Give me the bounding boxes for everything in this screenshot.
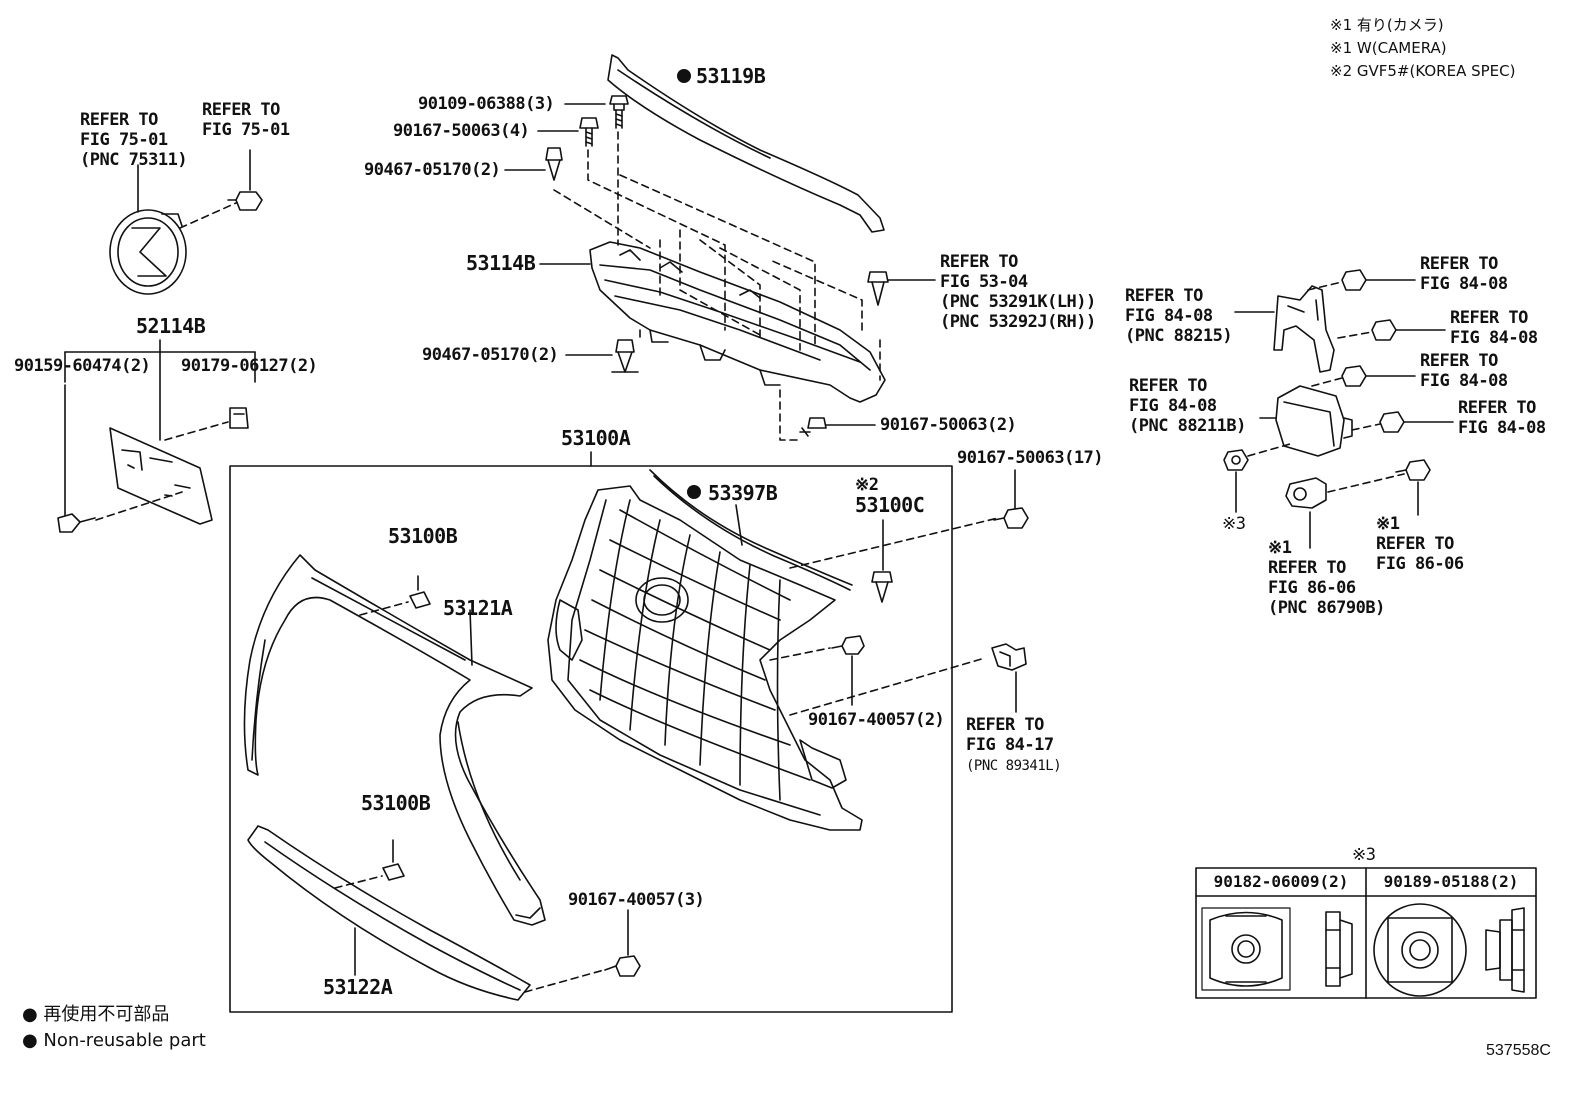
- legend-jp: ● 再使用不可部品: [22, 1004, 170, 1025]
- bolt-90167-17: [993, 507, 1029, 529]
- label-90167-40057-2: 90167-40057(2): [808, 710, 945, 730]
- clip-90467-bottom: [611, 339, 639, 373]
- clip-53100B-upper: [409, 591, 431, 609]
- legend-en: ● Non-reusable part: [22, 1030, 206, 1051]
- non-reusable-dot-53397B: [687, 485, 701, 499]
- bolt-90167-2: [799, 417, 827, 437]
- clip-nut-90179: [229, 407, 249, 429]
- bolt-90167-40057-2: [831, 635, 865, 655]
- lower-molding-53122A: [247, 825, 531, 1001]
- label-refer-84-08-b: REFER TO FIG 84-08: [1450, 308, 1538, 348]
- grille-support-53114B: [589, 241, 886, 403]
- nut-90182: [1201, 907, 1353, 991]
- figure-id: 537558C: [1486, 1042, 1551, 1059]
- label-pnc-89341L: (PNC 89341L): [966, 758, 1062, 774]
- sensor-89341L: [991, 643, 1027, 671]
- label-refer-86-06: ※1 REFER TO FIG 86-06: [1376, 514, 1464, 574]
- label-53397B: 53397B: [708, 481, 778, 505]
- label-53100B-upper: 53100B: [388, 524, 458, 548]
- label-90467-05170-top: 90467-05170(2): [364, 160, 501, 180]
- label-90167-50063-4: 90167-50063(4): [393, 121, 530, 141]
- non-reusable-dot-53119B: [677, 69, 691, 83]
- label-90159-60474: 90159-60474(2): [14, 356, 151, 376]
- label-refer-88211B: REFER TO FIG 84-08 (PNC 88211B): [1129, 376, 1246, 436]
- label-refer-86790B: ※1 REFER TO FIG 86-06 (PNC 86790B): [1268, 538, 1385, 618]
- table-col1-header: 90182-06009(2): [1213, 872, 1349, 891]
- nut-mark3: [1223, 449, 1249, 471]
- note-1: ※1 有り(カメラ): [1330, 16, 1444, 34]
- push-clip-ref-53-04: [867, 271, 889, 306]
- label-refer-75-01-pnc: REFER TO FIG 75-01 (PNC 75311): [80, 110, 188, 170]
- label-52114B: 52114B: [136, 314, 206, 338]
- label-53100A: 53100A: [561, 426, 631, 450]
- camera-86790B: [1285, 477, 1327, 509]
- label-mark3-nut: ※3: [1222, 514, 1246, 534]
- label-90167-40057-3: 90167-40057(3): [568, 890, 705, 910]
- grille-mesh: [547, 485, 863, 831]
- label-refer-84-08-d: REFER TO FIG 84-08: [1458, 398, 1546, 438]
- bracket-88215: [1273, 285, 1335, 373]
- label-53114B: 53114B: [466, 251, 536, 275]
- bolt-90167-4: [579, 117, 599, 147]
- bolt-84-08-b: [1371, 319, 1446, 341]
- label-refer-53-04: REFER TO FIG 53-04 (PNC 53291K(LH)) (PNC…: [940, 252, 1096, 332]
- label-90109-06388: 90109-06388(3): [418, 94, 555, 114]
- frame-molding-53121A: [243, 554, 546, 926]
- bolt-84-08-a: [1341, 269, 1416, 291]
- label-refer-84-08-c: REFER TO FIG 84-08: [1420, 351, 1508, 391]
- clip-53100C: [871, 571, 893, 603]
- label-90167-50063-17: 90167-50063(17): [957, 448, 1104, 468]
- clip-53100B-lower: [382, 863, 405, 881]
- assembly-box-53100A: [229, 465, 953, 1013]
- bolt-84-08-d: [1379, 411, 1454, 433]
- nut-90189: [1373, 903, 1525, 997]
- bolt-90159: [57, 513, 96, 533]
- label-53121A: 53121A: [443, 596, 513, 620]
- label-53100B-lower: 53100B: [361, 791, 431, 815]
- label-refer-75-01: REFER TO FIG 75-01: [202, 100, 290, 140]
- label-90179-06127: 90179-06127(2): [181, 356, 318, 376]
- table-mark3: ※3: [1352, 845, 1376, 865]
- table-col2-header: 90189-05188(2): [1383, 872, 1519, 891]
- emblem-nut: [227, 191, 263, 211]
- note-2: ※1 W(CAMERA): [1330, 39, 1447, 57]
- bolt-90167-40057-3: [604, 955, 641, 977]
- label-refer-84-17: REFER TO FIG 84-17: [966, 715, 1054, 755]
- label-53122A: 53122A: [323, 975, 393, 999]
- license-plate-bracket: [109, 427, 213, 525]
- bolt-86-06: [1395, 459, 1431, 481]
- seal-strip-53397B: [649, 469, 853, 591]
- bolt-90109: [609, 95, 629, 129]
- label-90167-50063-2: 90167-50063(2): [880, 415, 1017, 435]
- label-mark2: ※2: [855, 475, 879, 495]
- radar-sensor-88211B: [1275, 385, 1353, 457]
- lexus-emblem: [109, 209, 187, 295]
- label-refer-84-08-a: REFER TO FIG 84-08: [1420, 254, 1508, 294]
- note-3: ※2 GVF5#(KOREA SPEC): [1330, 62, 1516, 80]
- label-90467-05170-bottom: 90467-05170(2): [422, 345, 559, 365]
- seal-strip-53119B: [607, 54, 885, 233]
- bolt-84-08-c: [1341, 365, 1416, 387]
- label-53119B: 53119B: [696, 64, 766, 88]
- label-53100C: 53100C: [855, 493, 925, 517]
- fastener-table: [1195, 867, 1537, 999]
- clip-90467-top: [545, 147, 563, 181]
- label-refer-88215: REFER TO FIG 84-08 (PNC 88215): [1125, 286, 1233, 346]
